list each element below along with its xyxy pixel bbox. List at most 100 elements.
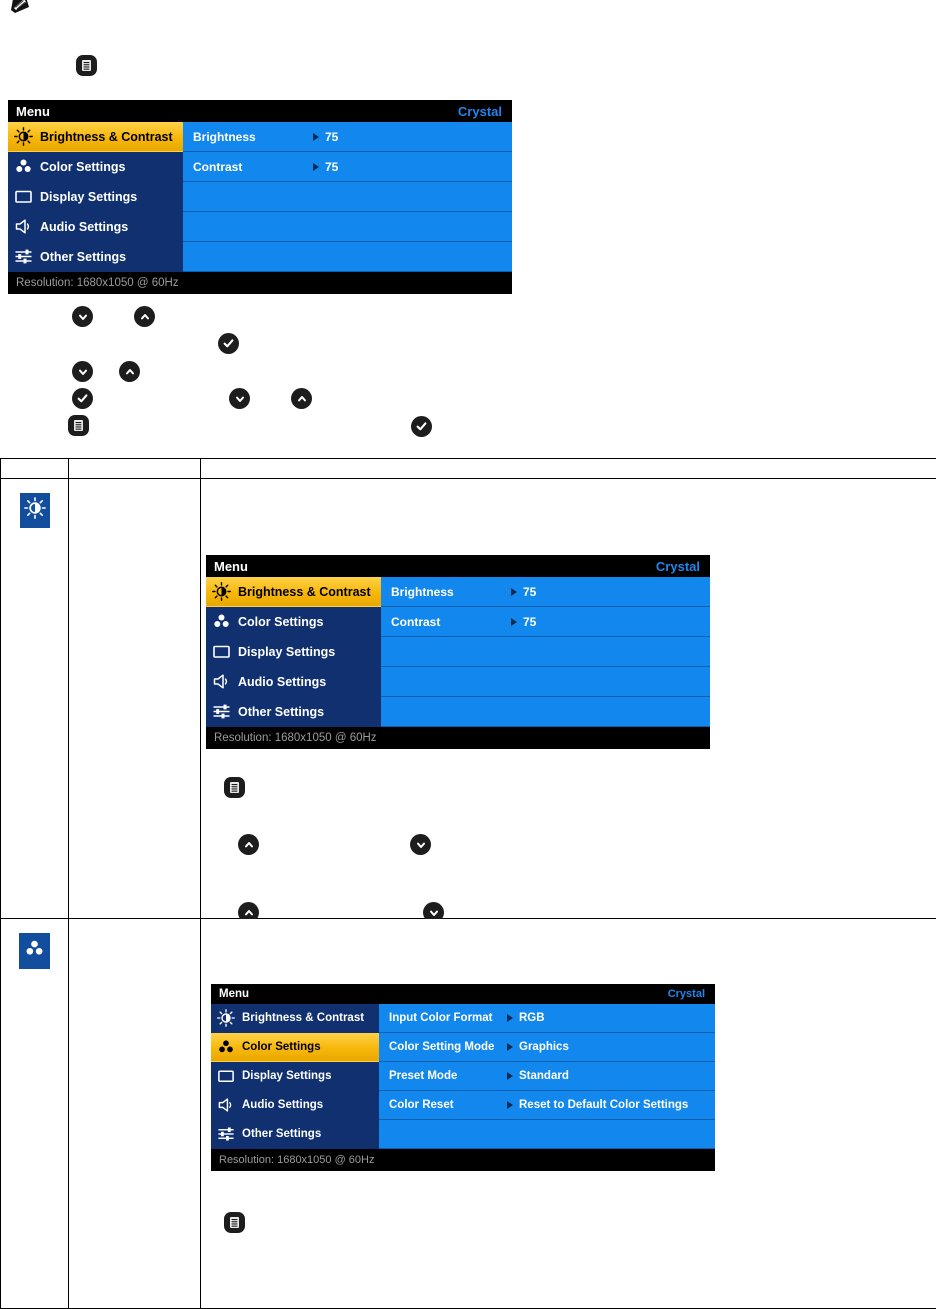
sidebar-item-display-settings[interactable]: Display Settings bbox=[206, 637, 381, 667]
right-arrow-icon bbox=[507, 1043, 513, 1051]
brightness-icon bbox=[14, 127, 33, 146]
color-dots-icon bbox=[212, 612, 231, 631]
right-arrow-icon bbox=[507, 1014, 513, 1022]
brightness-icon bbox=[24, 497, 46, 519]
sidebar-item-label: Color Settings bbox=[242, 1041, 321, 1053]
display-rect-icon bbox=[14, 187, 33, 206]
color-dots-icon bbox=[217, 1038, 235, 1056]
sidebar-item-other-settings[interactable]: Other Settings bbox=[206, 697, 381, 727]
osd-row-empty bbox=[381, 667, 710, 697]
row-icon-cell bbox=[1, 919, 69, 1309]
osd-row-value-group: 75 bbox=[313, 160, 338, 174]
sidebar-item-label: Color Settings bbox=[40, 160, 125, 174]
down-chevron-key-icon[interactable] bbox=[410, 834, 431, 855]
osd-menu-color-settings: Menu Crystal bbox=[211, 984, 715, 1171]
chevron-down-icon bbox=[415, 839, 427, 851]
chevron-down-icon bbox=[234, 393, 246, 405]
sidebar-item-audio-settings[interactable]: Audio Settings bbox=[8, 212, 183, 242]
osd-row-label: Brightness bbox=[381, 585, 511, 599]
osd-row-brightness[interactable]: Brightness 75 bbox=[183, 122, 512, 152]
up-chevron-key-icon[interactable] bbox=[119, 361, 140, 382]
sidebar-item-label: Brightness & Contrast bbox=[238, 585, 371, 599]
sidebar-item-audio-settings[interactable]: Audio Settings bbox=[211, 1091, 379, 1120]
checkmark-key-icon[interactable] bbox=[218, 333, 239, 354]
osd-resolution-label: Resolution: 1680x1050 @ 60Hz bbox=[16, 277, 179, 289]
osd-menu-brightness: Menu Crystal bbox=[206, 555, 710, 749]
up-chevron-key-icon[interactable] bbox=[134, 306, 155, 327]
osd-row-value: Reset to Default Color Settings bbox=[519, 1099, 688, 1111]
sidebar-item-color-settings[interactable]: Color Settings bbox=[211, 1033, 379, 1062]
sidebar-item-label: Other Settings bbox=[238, 705, 324, 719]
osd-row-value: 75 bbox=[523, 615, 536, 629]
sidebar-item-display-settings[interactable]: Display Settings bbox=[211, 1062, 379, 1091]
table-header-desc bbox=[201, 459, 936, 479]
osd-row-value: 75 bbox=[325, 130, 338, 144]
table-header-row bbox=[1, 459, 936, 479]
up-chevron-key-icon[interactable] bbox=[238, 834, 259, 855]
sidebar-item-label: Audio Settings bbox=[238, 675, 326, 689]
down-chevron-key-icon[interactable] bbox=[72, 306, 93, 327]
osd-row-value: Graphics bbox=[519, 1041, 569, 1053]
osd-row-value-group: 75 bbox=[511, 615, 536, 629]
chevron-down-icon bbox=[77, 366, 89, 378]
sidebar-item-brightness-contrast[interactable]: Brightness & Contrast bbox=[211, 1004, 379, 1033]
checkmark-key-icon[interactable] bbox=[411, 416, 432, 437]
osd-row-value-group: Reset to Default Color Settings bbox=[507, 1099, 688, 1111]
osd-row-empty bbox=[381, 697, 710, 727]
brightness-icon-tile bbox=[20, 493, 50, 528]
osd-description-table: Menu Crystal bbox=[0, 458, 936, 1309]
osd-row-label: Input Color Format bbox=[379, 1012, 507, 1024]
chevron-down-icon bbox=[428, 907, 440, 919]
sidebar-item-brightness-contrast[interactable]: Brightness & Contrast bbox=[8, 122, 183, 152]
sidebar-item-label: Display Settings bbox=[242, 1070, 331, 1082]
sidebar-item-audio-settings[interactable]: Audio Settings bbox=[206, 667, 381, 697]
brightness-icon bbox=[217, 1009, 235, 1027]
osd-row-preset-mode[interactable]: Preset Mode Standard bbox=[379, 1062, 715, 1091]
osd-row-brightness[interactable]: Brightness 75 bbox=[381, 577, 710, 607]
sliders-icon bbox=[14, 247, 33, 266]
osd-brand-label: Crystal bbox=[458, 104, 502, 119]
table-row: Menu Crystal bbox=[1, 919, 936, 1309]
sidebar-item-other-settings[interactable]: Other Settings bbox=[211, 1120, 379, 1149]
sliders-icon bbox=[217, 1125, 235, 1143]
pencil-note-icon bbox=[10, 0, 32, 14]
osd-row-value-group: 75 bbox=[313, 130, 338, 144]
menu-key-icon[interactable] bbox=[224, 1212, 245, 1233]
sidebar-item-color-settings[interactable]: Color Settings bbox=[8, 152, 183, 182]
osd-resolution-label: Resolution: 1680x1050 @ 60Hz bbox=[214, 732, 377, 744]
osd-row-empty bbox=[183, 182, 512, 212]
speaker-icon bbox=[14, 217, 33, 236]
sidebar-item-display-settings[interactable]: Display Settings bbox=[8, 182, 183, 212]
osd-row-empty bbox=[379, 1120, 715, 1149]
osd-row-contrast[interactable]: Contrast 75 bbox=[381, 607, 710, 637]
osd-row-value-group: Standard bbox=[507, 1070, 569, 1082]
sliders-icon bbox=[212, 702, 231, 721]
menu-key-icon-top[interactable] bbox=[76, 55, 97, 76]
menu-glyph-icon bbox=[228, 781, 241, 794]
menu-key-icon[interactable] bbox=[224, 777, 245, 798]
up-chevron-key-icon[interactable] bbox=[291, 388, 312, 409]
osd-title-label: Menu bbox=[16, 104, 50, 119]
sidebar-item-label: Brightness & Contrast bbox=[242, 1012, 364, 1024]
sidebar-item-color-settings[interactable]: Color Settings bbox=[206, 607, 381, 637]
osd-sidebar: Brightness & Contrast bbox=[211, 1004, 379, 1149]
checkmark-key-icon[interactable] bbox=[72, 388, 93, 409]
osd-brand-label: Crystal bbox=[668, 988, 705, 1000]
osd-row-contrast[interactable]: Contrast 75 bbox=[183, 152, 512, 182]
menu-key-icon[interactable] bbox=[68, 415, 89, 436]
osd-row-color-reset[interactable]: Color Reset Reset to Default Color Setti… bbox=[379, 1091, 715, 1120]
down-chevron-key-icon[interactable] bbox=[229, 388, 250, 409]
sidebar-item-brightness-contrast[interactable]: Brightness & Contrast bbox=[206, 577, 381, 607]
osd-body: Brightness & Contrast bbox=[206, 577, 710, 727]
down-chevron-key-icon[interactable] bbox=[72, 361, 93, 382]
sidebar-item-label: Other Settings bbox=[242, 1128, 321, 1140]
table-header-icon bbox=[1, 459, 69, 479]
osd-row-input-color-format[interactable]: Input Color Format RGB bbox=[379, 1004, 715, 1033]
osd-row-color-setting-mode[interactable]: Color Setting Mode Graphics bbox=[379, 1033, 715, 1062]
chevron-up-icon bbox=[243, 839, 255, 851]
row-icon-cell bbox=[1, 479, 69, 919]
row-name-cell bbox=[69, 479, 201, 919]
osd-footer: Resolution: 1680x1050 @ 60Hz bbox=[211, 1149, 715, 1171]
sidebar-item-other-settings[interactable]: Other Settings bbox=[8, 242, 183, 272]
table-row: Menu Crystal bbox=[1, 479, 936, 919]
